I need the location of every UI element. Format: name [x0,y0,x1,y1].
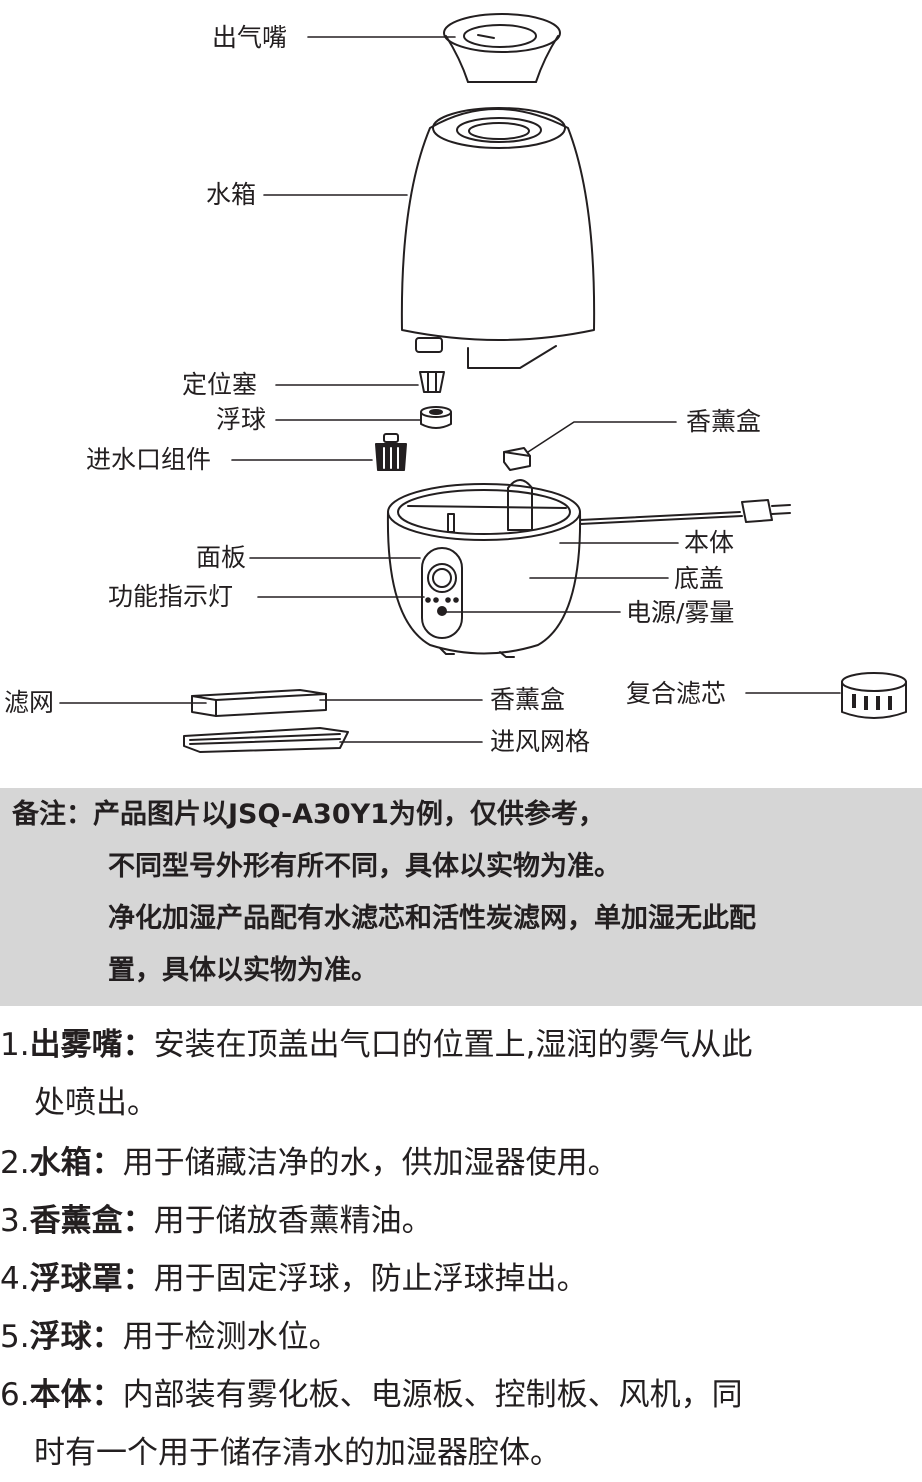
note-line-4: 置，具体以实物为准。 [108,955,378,986]
desc-item-1: 1.出雾嘴：安装在顶盖出气口的位置上,湿润的雾气从此 处喷出。 [0,1016,922,1121]
label-nozzle: 出气嘴 [212,23,288,52]
label-vent: 进风网格 [490,727,591,756]
label-inlet: 进水口组件 [86,445,212,474]
desc-item-6: 6.本体：内部装有雾化板、电源板、控制板、风机，同 时有一个用于储存清水的加湿器… [0,1366,922,1471]
label-indicator: 功能指示灯 [108,582,234,611]
label-filter: 滤网 [4,688,55,717]
diagram-drawing [59,13,907,753]
note-line-1: 备注：产品图片以JSQ-A30Y1为例，仅供参考， [12,799,605,830]
tank-part [400,107,596,369]
exploded-diagram: 出气嘴 水箱 定位塞 浮球 进水口组件 香薰盒 面板 功能指示灯 本体 底盖 电… [4,13,907,756]
label-base-cover: 底盖 [674,564,725,593]
desc-item-2: 2.水箱：用于储藏洁净的水，供加湿器使用。 [0,1145,619,1181]
leader-lines [59,36,841,743]
desc-item-5: 5.浮球：用于检测水位。 [0,1319,340,1355]
float-part [420,406,452,429]
note-line-3: 净化加湿产品配有水滤芯和活性炭滤网，单加湿无此配 [108,903,756,934]
note-box: 备注：产品图片以JSQ-A30Y1为例，仅供参考， 不同型号外形有所不同，具体以… [0,788,922,1006]
label-panel: 面板 [196,543,247,572]
nozzle-part [443,13,561,83]
label-aroma-bottom: 香薰盒 [490,685,566,714]
filter-part [183,689,349,753]
aroma-box-part [503,447,531,471]
note-line-2: 不同型号外形有所不同，具体以实物为准。 [108,851,621,882]
label-body: 本体 [684,528,735,557]
label-float: 浮球 [216,405,267,434]
desc-item-6-cont: 时有一个用于储存清水的加湿器腔体。 [34,1435,561,1471]
inlet-part [375,433,407,471]
locator-part [419,371,445,393]
desc-item-4: 4.浮球罩：用于固定浮球，防止浮球掉出。 [0,1261,588,1297]
label-locator: 定位塞 [182,370,258,399]
label-tank: 水箱 [206,180,257,209]
body-part [386,479,791,658]
desc-item-3: 3.香薰盒：用于储放香薰精油。 [0,1203,433,1239]
label-aroma-top: 香薰盒 [686,407,762,436]
label-composite: 复合滤芯 [626,679,727,708]
desc-item-1-cont: 处喷出。 [34,1085,158,1121]
composite-filter-part [841,672,907,719]
label-power-mist: 电源/雾量 [626,598,735,627]
